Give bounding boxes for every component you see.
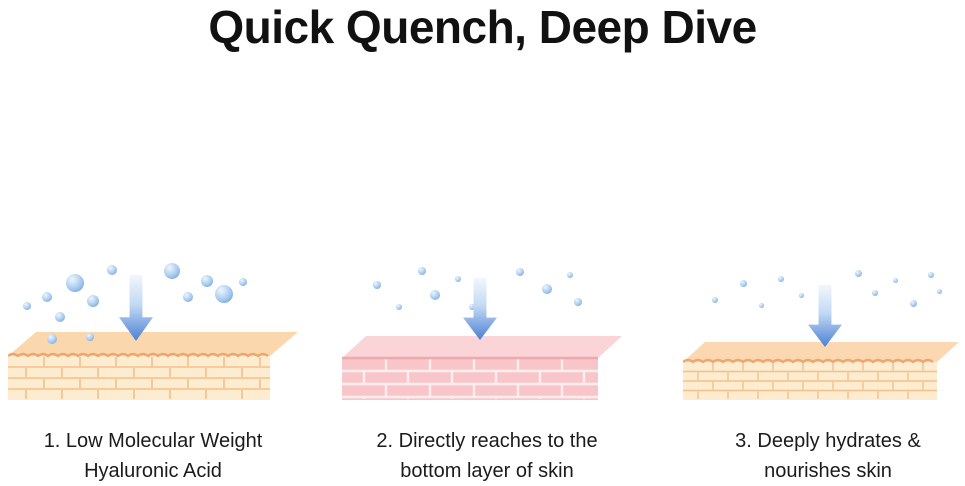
illustration-step-3 [683,255,965,400]
water-droplet-icon [574,298,582,306]
skin-layer-graphic [683,342,959,400]
water-droplet-icon [201,275,213,287]
water-droplet-icon [47,334,57,344]
water-droplet-icon [892,277,898,283]
caption-step-1: 1. Low Molecular Weight Hyaluronic Acid [8,426,298,486]
panel-step-3: 3. Deeply hydrates & nourishes skin [683,255,965,486]
caption-line: nourishes skin [764,460,892,482]
water-droplet-icon [542,284,552,294]
caption-line: 3. Deeply hydrates & [735,430,921,452]
water-droplet-icon [164,263,180,279]
water-droplet-icon [183,292,193,302]
water-droplet-icon [107,265,117,275]
water-droplet-icon [567,272,573,278]
water-droplet-icon [469,304,475,310]
water-droplets [683,255,965,400]
water-droplet-icon [239,278,247,286]
water-droplet-icon [928,272,934,278]
water-droplets [342,255,632,400]
caption-line: Hyaluronic Acid [84,460,222,482]
water-droplet-icon [778,276,784,282]
caption-line: 1. Low Molecular Weight [43,430,263,452]
water-droplet-icon [66,274,84,292]
water-droplet-icon [373,281,381,289]
water-droplet-icon [23,302,31,310]
illustration-step-1 [8,255,298,400]
water-droplet-icon [430,290,440,300]
water-droplet-icon [418,267,426,275]
water-droplet-icon [909,299,917,307]
illustration-step-2 [342,255,632,400]
water-droplet-icon [936,288,942,294]
caption-step-3: 3. Deeply hydrates & nourishes skin [683,426,965,486]
caption-line: 2. Directly reaches to the [376,430,598,452]
water-droplet-icon [86,333,94,341]
water-droplet-icon [798,292,804,298]
water-droplet-icon [55,312,65,322]
water-droplet-icon [712,297,718,303]
water-droplet-icon [215,285,233,303]
water-droplet-icon [455,276,461,282]
skin-layer-graphic [8,332,298,400]
water-droplets [8,255,298,400]
caption-line: bottom layer of skin [400,460,574,482]
caption-step-2: 2. Directly reaches to the bottom layer … [342,426,632,486]
water-droplet-icon [396,304,402,310]
water-droplet-icon [516,268,524,276]
water-droplet-icon [739,279,747,287]
panel-step-2: 2. Directly reaches to the bottom layer … [342,255,632,486]
water-droplet-icon [872,290,878,296]
panel-step-1: 1. Low Molecular Weight Hyaluronic Acid [8,255,298,486]
skin-layer-graphic [342,336,622,400]
water-droplet-icon [854,269,862,277]
water-droplet-icon [758,302,764,308]
page-title: Quick Quench, Deep Dive [208,1,757,53]
water-droplet-icon [42,292,52,302]
water-droplet-icon [87,295,99,307]
